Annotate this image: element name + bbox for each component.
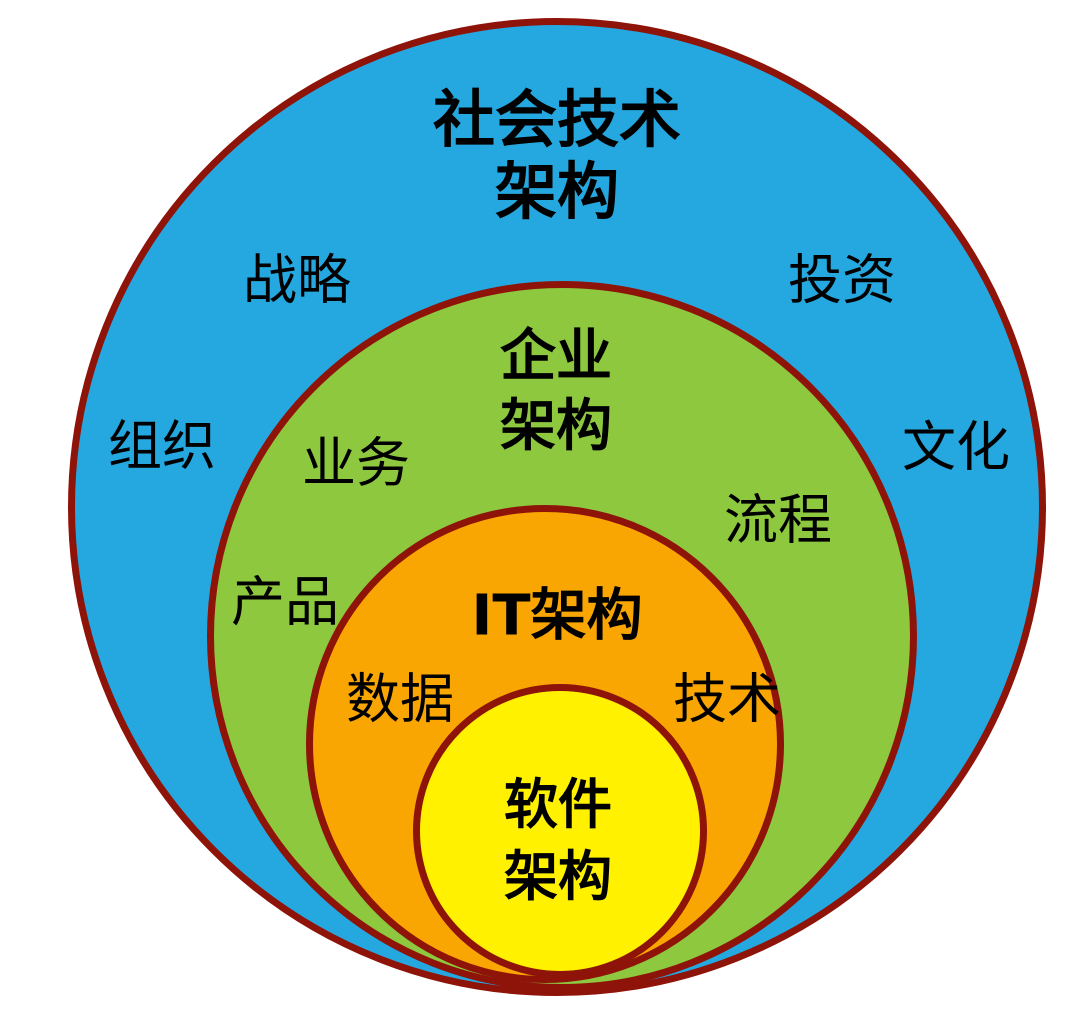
label-process: 流程 <box>724 488 832 552</box>
label-data: 数据 <box>346 667 454 731</box>
circle-software-architecture <box>413 684 707 978</box>
label-strategy: 战略 <box>243 248 351 312</box>
label-culture: 文化 <box>902 415 1010 479</box>
label-investment: 投资 <box>788 248 896 312</box>
label-product: 产品 <box>231 570 339 634</box>
label-organization: 组织 <box>108 414 216 478</box>
label-socio-technical-architecture-title: 社会技术 架构 <box>432 83 682 228</box>
label-business: 业务 <box>302 431 410 495</box>
label-it-architecture-title: IT架构 <box>471 583 643 649</box>
label-technology: 技术 <box>673 667 781 731</box>
label-software-architecture-title: 软件 架构 <box>504 773 612 908</box>
label-enterprise-architecture-title: 企业 架构 <box>500 324 612 459</box>
